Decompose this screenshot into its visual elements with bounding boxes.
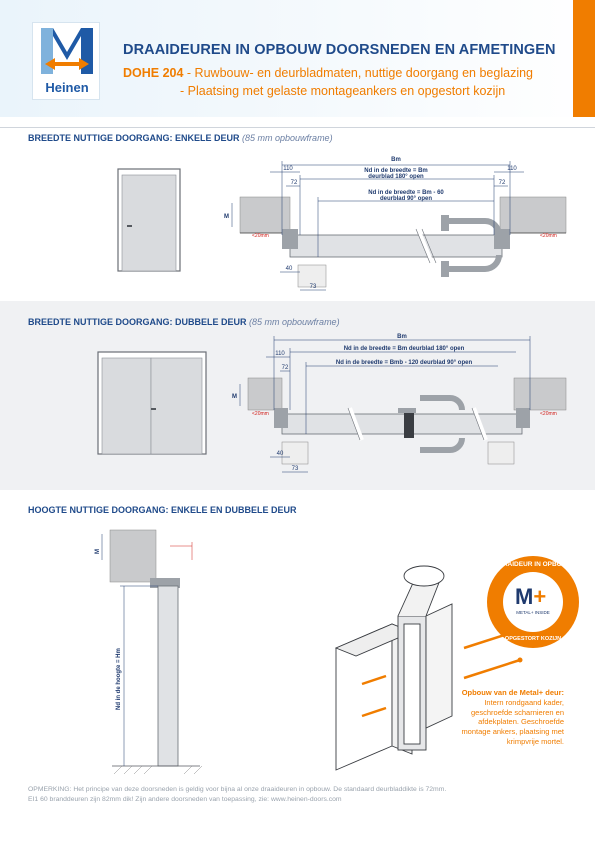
- section-title-double-width: BREEDTE NUTTIGE DOORGANG: DUBBELE DEUR (…: [28, 317, 340, 327]
- red-dim-left: <20mm: [252, 411, 269, 417]
- footer-line-2: EI1 60 branddeuren zijn 82mm dik! Zijn a…: [28, 795, 342, 803]
- section-heading: BREEDTE NUTTIGE DOORGANG: ENKELE DEUR: [28, 133, 240, 143]
- red-dim-right: <20mm: [540, 233, 557, 239]
- single-door-width-drawing: Bm Nd in de breedte = Bm deurblad 180° o…: [117, 157, 567, 291]
- anchor-bolts: [361, 628, 521, 718]
- dim-nd90: Nd in de breedte = Bm - 60: [368, 190, 444, 196]
- double-door-elevation-icon: [97, 351, 207, 455]
- single-door-elevation-icon: [117, 168, 181, 272]
- section-title-single-width: BREEDTE NUTTIGE DOORGANG: ENKELE DEUR (8…: [28, 133, 333, 143]
- wall-sections: [247, 377, 567, 411]
- dim-72-right: 72: [499, 180, 506, 186]
- dim-m: M: [232, 394, 237, 400]
- dim-nd180b: deurblad 180° open: [368, 174, 424, 180]
- dim-bm: Bm: [391, 157, 401, 163]
- dim-40: 40: [277, 451, 284, 457]
- dim-nd90b: deurblad 90° open: [380, 196, 432, 202]
- dim-72: 72: [282, 365, 289, 371]
- red-dim-right: <20mm: [540, 411, 557, 417]
- dim-40: 40: [286, 266, 293, 272]
- logo-plus: +: [533, 584, 547, 609]
- subtitle-line-2: - Plaatsing met gelaste montageankers en…: [180, 84, 506, 98]
- section-title-height: HOOGTE NUTTIGE DOORGANG: ENKELE EN DUBBE…: [28, 505, 297, 515]
- height-section-drawing: Nd in de hoogte = Hm M: [95, 529, 523, 775]
- dim-m: M: [95, 549, 101, 554]
- heinen-logo: Heinen: [32, 22, 100, 100]
- logo-m: M: [515, 584, 534, 609]
- logo-wordmark: Heinen: [45, 80, 89, 95]
- badge-inner-circle: M+ METAL+ INSIDE: [503, 572, 563, 632]
- subtitle-line-1: DOHE 204 - Ruwbouw- en deurbladmaten, nu…: [123, 66, 533, 80]
- red-dim-left: <20mm: [252, 233, 269, 239]
- dimension-lines: [231, 161, 524, 291]
- section-divider: [0, 127, 595, 128]
- badge-top-text: DRAAIDEUR IN OPBOUW: [493, 561, 573, 568]
- metal-plus-logo: M+: [515, 584, 546, 610]
- door-leaf-section: [289, 234, 503, 258]
- dim-73: 73: [310, 284, 317, 290]
- product-code: DOHE 204: [123, 66, 184, 80]
- dim-73: 73: [292, 466, 299, 472]
- door-leaf-vertical-section: [157, 585, 179, 767]
- dim-110-right: 110: [507, 166, 517, 172]
- dim-72-left: 72: [291, 180, 298, 186]
- metal-plus-badge: DRAAIDEUR IN OPBOUW M+ METAL+ INSIDE OPG…: [487, 556, 579, 648]
- page-title: DRAAIDEUREN IN OPBOUW DOORSNEDEN EN AFME…: [123, 42, 556, 58]
- callout-text: Intern rondgaand kader, geschroefde scha…: [461, 697, 564, 746]
- dimension-lines: [101, 534, 158, 766]
- footer-line-1: OPMERKING: Het principe van deze doorsne…: [28, 786, 447, 793]
- metal-plus-callout: Opbouw van de Metal+ deur: Intern rondga…: [452, 688, 564, 747]
- frame-3d-illustration: [334, 565, 453, 771]
- dim-110-left: 110: [283, 166, 293, 172]
- badge-bottom-text: OPGESTORT KOZIJN: [504, 636, 562, 642]
- section-note: (85 mm opbouwframe): [242, 133, 333, 143]
- dim-nd90: Nd in de breedte = Bmb - 120 deurblad 90…: [336, 360, 473, 366]
- lintel-wall: [109, 529, 157, 583]
- section-note: (85 mm opbouwframe): [249, 317, 340, 327]
- callout-title: Opbouw van de Metal+ deur:: [461, 688, 564, 697]
- dimension-lines: [239, 336, 531, 473]
- dim-110: 110: [275, 351, 285, 357]
- dim-nd180: Nd in de breedte = Bm: [364, 168, 428, 174]
- wall-sections: [239, 196, 567, 234]
- badge-logo-subtitle: METAL+ INSIDE: [516, 610, 550, 615]
- dim-m: M: [224, 214, 229, 220]
- dim-nd-height: Nd in de hoogte = Hm: [116, 648, 122, 710]
- orange-accent-strip: [573, 0, 595, 117]
- section-heading: BREEDTE NUTTIGE DOORGANG: DUBBELE DEUR: [28, 317, 247, 327]
- dim-nd180: Nd in de breedte = Bm deurblad 180° open: [344, 346, 465, 352]
- footer-note: OPMERKING: Het principe van deze doorsne…: [28, 785, 548, 805]
- double-door-width-drawing: Bm Nd in de breedte = Bm deurblad 180° o…: [97, 334, 567, 473]
- subtitle-text-1: - Ruwbouw- en deurbladmaten, nuttige doo…: [183, 66, 533, 80]
- double-door-leaf-section: [281, 413, 523, 435]
- dim-bm: Bm: [397, 334, 407, 340]
